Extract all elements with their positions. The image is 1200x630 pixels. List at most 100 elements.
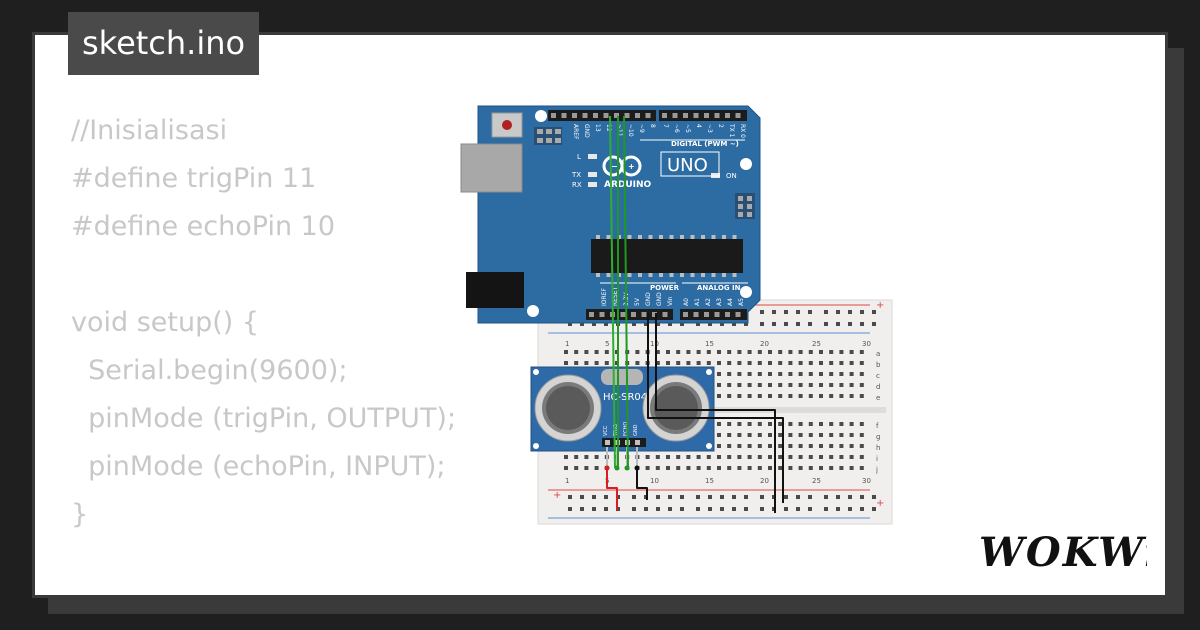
rail-hole <box>580 507 584 511</box>
breadboard-hole <box>717 394 721 398</box>
breadboard-hole <box>819 444 823 448</box>
bb-col-label: 30 <box>862 477 871 485</box>
header-pin <box>725 312 730 317</box>
sensor-pin-label: GND <box>633 424 639 436</box>
bb-row-label: j <box>875 466 878 474</box>
pin-label: IOREF <box>601 288 608 306</box>
rail-hole <box>784 495 788 499</box>
header-pin <box>551 113 556 118</box>
breadboard-hole <box>727 422 732 426</box>
breadboard-hole <box>717 466 721 470</box>
wire-echo[interactable] <box>623 115 629 469</box>
breadboard-hole <box>727 350 732 354</box>
pin-label: ~6 <box>673 124 680 133</box>
breadboard-hole <box>839 422 844 426</box>
breadboard-hole <box>808 466 813 470</box>
crystal-oscillator <box>601 369 643 385</box>
sensor-pin-label: TRIG <box>613 424 619 437</box>
chip-pin <box>638 235 642 239</box>
bb-col-label: 1 <box>565 340 569 348</box>
microcontroller-chip <box>591 239 743 273</box>
sensor-name: HC-SR04 <box>603 392 647 403</box>
pin-label: 13 <box>594 124 601 132</box>
breadboard-hole <box>666 466 670 470</box>
analog-header <box>680 309 747 320</box>
breadboard-hole <box>839 361 844 365</box>
header-pin <box>599 312 605 317</box>
rail-hole <box>708 495 712 499</box>
breadboard-hole <box>747 466 752 470</box>
rail-hole <box>644 507 648 511</box>
chip-pin <box>722 273 726 277</box>
rail-hole <box>580 322 584 326</box>
wire-gnd-1[interactable] <box>655 313 776 513</box>
code-line: #define echoPin 10 <box>71 211 336 242</box>
breadboard-hole <box>788 361 793 365</box>
breadboard-hole <box>849 372 854 376</box>
sensor-header <box>602 438 646 447</box>
code-line: } <box>71 499 89 530</box>
bb-col-label: 10 <box>650 340 659 348</box>
breadboard-hole <box>604 361 609 365</box>
power-jack <box>466 272 524 308</box>
breadboard-hole <box>798 433 803 437</box>
rail-hole <box>808 322 812 326</box>
breadboard-hole <box>778 394 783 398</box>
breadboard-hole <box>686 361 691 365</box>
breadboard-hole <box>798 372 803 376</box>
power-label: POWER <box>650 284 680 292</box>
wire-gnd-2[interactable] <box>647 313 784 503</box>
rail-hole <box>744 507 748 511</box>
breadboard-hole <box>635 361 640 365</box>
chip-pin <box>606 235 611 239</box>
pin-label: GND <box>645 292 652 306</box>
transducer-right <box>642 374 710 442</box>
breadboard-hole <box>757 455 762 459</box>
header-pin <box>641 312 647 317</box>
breadboard-hole <box>696 466 701 470</box>
rail-hole <box>860 507 864 511</box>
rail-hole <box>784 322 788 326</box>
breadboard-hole <box>737 372 742 376</box>
bb-col-label: 10 <box>650 477 659 485</box>
breadboard-hole <box>635 350 640 354</box>
breadboard-hole <box>717 350 721 354</box>
breadboard-hole <box>594 466 599 470</box>
breadboard-hole <box>686 455 691 459</box>
pin-label: GND <box>656 292 663 306</box>
breadboard-hole <box>727 383 732 387</box>
rail-hole <box>872 310 876 314</box>
breadboard-hole <box>737 361 742 365</box>
led-tx <box>588 172 597 177</box>
chip-pin <box>659 273 663 277</box>
breadboard-hole <box>819 466 823 470</box>
pin-label: AREF <box>572 124 579 140</box>
breadboard-hole <box>757 383 762 387</box>
breadboard-hole <box>737 350 742 354</box>
breadboard-hole <box>778 383 783 387</box>
breadboard-hole <box>839 466 844 470</box>
header-pin <box>620 312 626 317</box>
breadboard-hole <box>676 361 681 365</box>
chip-pin <box>711 235 716 239</box>
breadboard-hole <box>768 394 772 398</box>
icsp-header <box>534 127 562 145</box>
breadboard-hole <box>747 350 752 354</box>
breadboard-hole <box>808 372 813 376</box>
breadboard-hole <box>727 372 732 376</box>
breadboard-hole <box>788 372 793 376</box>
wire-sensor-vcc[interactable] <box>606 468 618 510</box>
header-pin <box>693 312 699 317</box>
header-pin <box>593 113 598 118</box>
header-pin <box>714 312 720 317</box>
breadboard-hole <box>655 455 660 459</box>
wire-sensor-gnd[interactable] <box>636 468 648 500</box>
breadboard-hole <box>849 444 854 448</box>
wire-vcc[interactable] <box>609 115 616 469</box>
rail-hole <box>760 507 764 511</box>
pin-label: A1 <box>694 298 701 306</box>
rail-hole <box>808 507 812 511</box>
analog-label: ANALOG IN <box>697 284 741 292</box>
breadboard-hole <box>819 433 823 437</box>
pin-label: A3 <box>716 298 723 306</box>
